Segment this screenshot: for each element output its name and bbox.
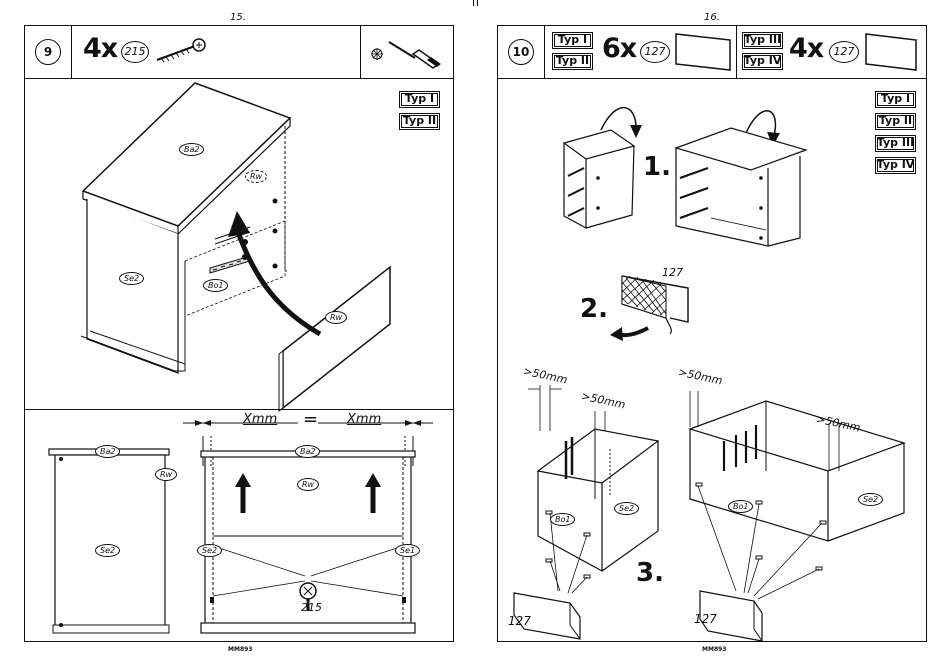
part-label-se2: Se2	[614, 502, 639, 515]
part-label-se2: Se2	[197, 544, 222, 557]
type-label: Typ III	[875, 135, 916, 152]
panel-icon	[864, 30, 924, 70]
right-page: 10 Typ I Typ II 6x 127 Typ III Typ IV 4x…	[497, 25, 927, 642]
part-label-se2: Se2	[119, 272, 144, 285]
part-number-tag: 127	[829, 41, 859, 63]
step-number: 10	[508, 39, 534, 65]
equal-sign: =	[303, 409, 318, 430]
step-number: 9	[35, 39, 61, 65]
step2-adhesive-drawing	[608, 264, 708, 354]
type-label: Typ III	[742, 32, 783, 49]
part-number-tag: 127	[640, 41, 670, 63]
crop-mark	[473, 0, 474, 6]
cabinet-isometric-drawing	[75, 81, 405, 381]
quantity: 4x	[83, 33, 117, 64]
header-divider	[71, 26, 72, 78]
part-label-se1: Se1	[395, 544, 420, 557]
screw-part-number: 215	[301, 601, 322, 614]
page-number-right: 16.	[704, 12, 720, 23]
dimension-label: Xmm	[243, 412, 277, 427]
part-label-rw: Rw	[297, 478, 319, 491]
section-divider	[25, 409, 453, 410]
type-label: Typ I	[875, 91, 916, 108]
panel-icon	[674, 30, 734, 70]
type-label: Typ IV	[742, 53, 783, 70]
part-number-127: 127	[694, 612, 717, 626]
part-number-tag: 215	[121, 41, 149, 63]
part-number-127: 127	[508, 614, 531, 628]
quantity: 6x	[602, 33, 636, 64]
step-header: 9 4x 215	[25, 26, 453, 79]
sub-step-3: 3.	[636, 558, 664, 588]
step1-flip-drawing	[556, 98, 816, 248]
left-page: 9 4x 215 Typ I Typ II	[24, 25, 454, 642]
part-label-se2: Se2	[858, 493, 883, 506]
type-label: Typ II	[552, 53, 593, 70]
header-divider	[544, 26, 545, 78]
screwdriver-icon	[367, 34, 447, 74]
type-label: Typ II	[875, 113, 916, 130]
dimension-label: Xmm	[347, 412, 381, 427]
step-header: 10 Typ I Typ II 6x 127 Typ III Typ IV 4x…	[498, 26, 926, 79]
sub-step-2: 2.	[580, 294, 608, 324]
part-label-rw: Rw	[155, 468, 177, 481]
header-divider	[736, 26, 737, 78]
quantity: 4x	[789, 33, 823, 64]
type-label: Typ I	[399, 91, 440, 108]
screw-icon	[155, 36, 215, 66]
sub-step-1: 1.	[643, 152, 671, 182]
type-label: Typ I	[552, 32, 593, 49]
step3-large-cabinet-drawing	[686, 371, 926, 621]
crop-mark	[477, 0, 478, 6]
part-label-rw: Rw	[245, 170, 267, 183]
header-divider	[360, 26, 361, 78]
type-label: Typ II	[399, 113, 440, 130]
part-label-se2: Se2	[95, 544, 120, 557]
footer-code: MM893	[228, 646, 252, 653]
page-number-left: 15.	[230, 12, 246, 23]
footer-code: MM893	[702, 646, 726, 653]
type-label: Typ IV	[875, 157, 916, 174]
part-number-127: 127	[662, 266, 683, 279]
part-label-rw: Rw	[325, 311, 347, 324]
